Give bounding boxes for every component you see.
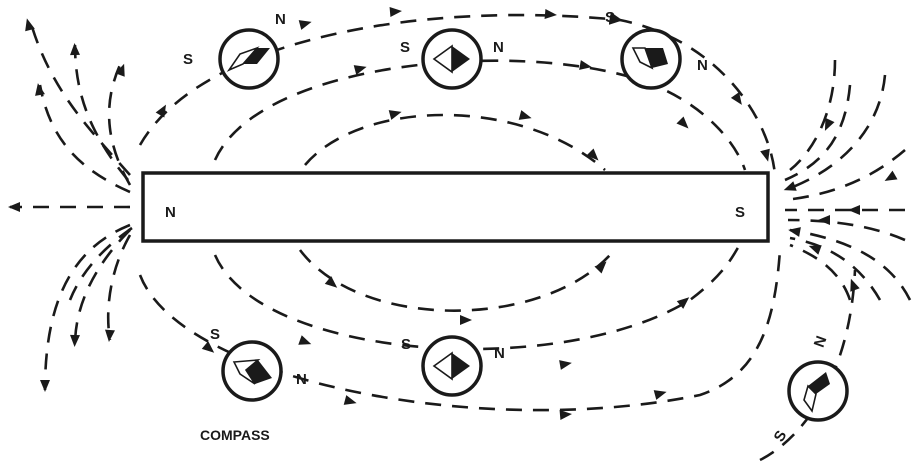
magnet-south-label: S <box>735 204 745 221</box>
compass-north-label: N <box>697 57 708 74</box>
field-line-right-1 <box>784 74 887 192</box>
arrowhead <box>460 315 472 325</box>
compass-north-label: N <box>494 345 505 362</box>
field-line-left-7 <box>73 229 131 346</box>
field-line-right-4 <box>784 149 906 202</box>
arrowhead <box>298 335 312 345</box>
field-line-left-6 <box>43 223 131 391</box>
field-line-right-2 <box>784 84 852 182</box>
arrowhead <box>25 18 35 32</box>
arrowhead <box>730 92 742 105</box>
compass-south-label: S <box>605 9 615 26</box>
field-line-right-8 <box>789 243 852 301</box>
compass: S N <box>401 335 505 397</box>
compass: N S <box>771 334 849 445</box>
field-line-right-6 <box>789 228 912 301</box>
arrowhead <box>40 380 50 392</box>
field-line-left-9 <box>68 226 133 301</box>
compass: S N <box>605 9 708 90</box>
arrowhead <box>594 261 607 274</box>
field-line-right-3 <box>789 59 837 172</box>
bar-magnet: N S <box>141 171 770 243</box>
compass-needle-icon <box>432 351 470 381</box>
arrowhead <box>8 202 20 212</box>
field-line-top-inner <box>304 113 606 171</box>
compass-north-label: N <box>296 371 307 388</box>
arrowhead <box>783 181 797 191</box>
field-line-right-7 <box>789 236 882 301</box>
arrowhead <box>850 278 860 292</box>
compass: S N <box>183 11 286 90</box>
compass-south-label: S <box>210 326 220 343</box>
arrowhead <box>155 104 166 118</box>
arrowhead <box>559 360 572 370</box>
arrowhead <box>848 205 860 215</box>
arrowhead <box>70 334 80 347</box>
magnet-body <box>141 171 770 243</box>
arrowhead <box>115 63 125 77</box>
compass-north-label: N <box>811 334 831 350</box>
magnet-north-label: N <box>165 204 176 221</box>
arrowhead <box>388 110 402 120</box>
arrowhead <box>586 148 599 161</box>
compass-south-label: S <box>401 336 411 353</box>
arrowhead <box>818 215 830 225</box>
arrowhead <box>676 297 690 309</box>
arrowhead <box>808 245 822 255</box>
field-line-left-4 <box>38 84 131 194</box>
arrowhead <box>343 395 357 405</box>
arrowhead <box>559 410 572 420</box>
arrowhead <box>824 117 835 131</box>
arrowhead <box>788 227 801 237</box>
field-line-left-3 <box>107 64 132 186</box>
compass-north-label: N <box>493 39 504 56</box>
field-line-bottom-inner <box>298 249 611 312</box>
arrowhead <box>105 329 115 342</box>
field-line-top-outer <box>138 12 777 176</box>
compass: S N <box>400 28 504 90</box>
compass-needle-icon <box>226 46 270 72</box>
arrowhead <box>676 116 689 129</box>
arrowhead <box>544 9 557 19</box>
arrowhead <box>353 65 367 75</box>
field-line-bottom-outer <box>138 249 782 412</box>
compass-needle-icon <box>803 372 830 413</box>
arrowhead <box>70 43 80 56</box>
arrowhead <box>579 60 592 70</box>
arrowhead <box>884 170 898 181</box>
field-line-left-2 <box>73 44 130 181</box>
arrowhead <box>760 148 770 162</box>
arrowhead <box>298 20 312 30</box>
compass: S N COMPASS <box>200 326 307 443</box>
arrowhead <box>518 110 532 120</box>
arrowhead <box>389 7 402 17</box>
arrowhead <box>35 83 45 96</box>
compass-caption: COMPASS <box>200 427 270 443</box>
compass-south-label: S <box>183 51 193 68</box>
field-line-right-9 <box>787 218 906 242</box>
field-line-top-middle <box>213 59 747 171</box>
field-line-bottom-middle <box>213 244 742 351</box>
compass-needle-icon <box>232 358 272 385</box>
field-arrowheads <box>8 7 898 420</box>
arrowhead <box>201 341 215 353</box>
field-line-left-8 <box>106 234 132 341</box>
compass-south-label: S <box>400 39 410 56</box>
compass-needle-icon <box>631 47 668 70</box>
field-line-left-1 <box>28 19 131 176</box>
arrowhead <box>653 390 667 400</box>
compass-north-label: N <box>275 11 286 28</box>
arrowhead <box>324 276 338 288</box>
compass-needle-icon <box>432 44 470 74</box>
